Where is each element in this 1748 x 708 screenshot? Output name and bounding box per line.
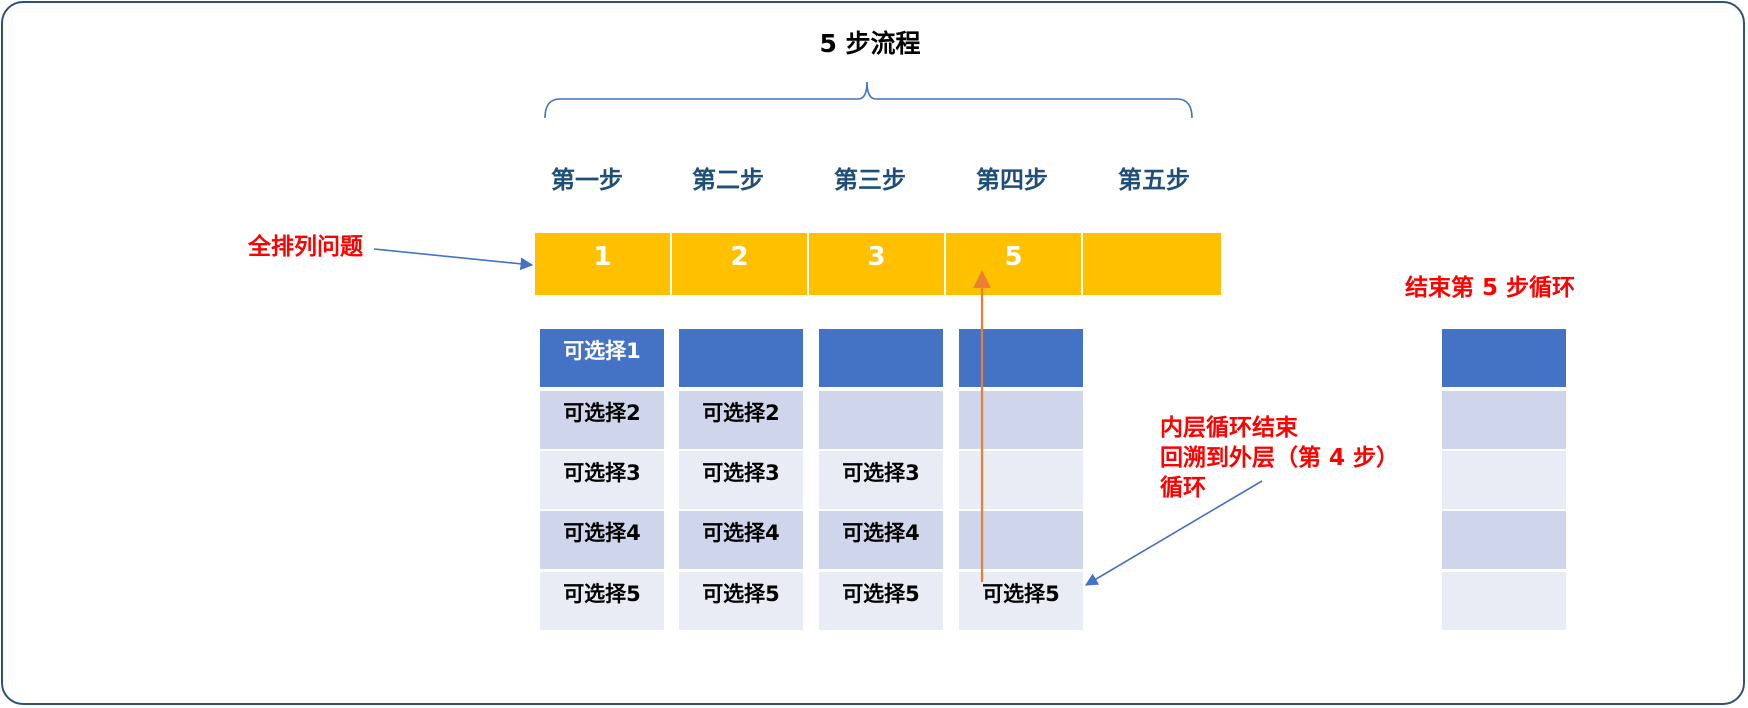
option-cell-c4-r3 bbox=[959, 451, 1083, 509]
inner-loop-note: 内层循环结束 回溯到外层（第 4 步） 循环 bbox=[1160, 413, 1399, 503]
option-cell-c4-r2 bbox=[959, 391, 1083, 449]
option-cell-c3-r3: 可选择3 bbox=[819, 451, 943, 509]
option-cell-c5-r5 bbox=[1442, 572, 1566, 630]
selected-slot-5 bbox=[1083, 233, 1221, 295]
selected-slot-1: 1 bbox=[535, 233, 670, 295]
option-cell-c2-r4: 可选择4 bbox=[679, 511, 803, 569]
option-cell-c2-r5: 可选择5 bbox=[679, 572, 803, 630]
option-cell-c1-r5: 可选择5 bbox=[540, 572, 664, 630]
inner-loop-note-line3: 循环 bbox=[1160, 475, 1206, 501]
step-label-1: 第一步 bbox=[551, 166, 623, 194]
diagram-title: 5 步流程 bbox=[819, 29, 921, 58]
step-label-4: 第四步 bbox=[976, 166, 1048, 194]
selected-slot-3: 3 bbox=[809, 233, 944, 295]
option-cell-c4-r5: 可选择5 bbox=[959, 572, 1083, 630]
option-cell-c3-r1 bbox=[819, 329, 943, 387]
selected-slot-4: 5 bbox=[946, 233, 1081, 295]
option-cell-c5-r4 bbox=[1442, 511, 1566, 569]
option-cell-c1-r1: 可选择1 bbox=[540, 329, 664, 387]
option-cell-c4-r4 bbox=[959, 511, 1083, 569]
option-cell-c3-r4: 可选择4 bbox=[819, 511, 943, 569]
inner-loop-note-line2: 回溯到外层（第 4 步） bbox=[1160, 445, 1400, 471]
step-label-2: 第二步 bbox=[692, 166, 764, 194]
option-cell-c4-r1 bbox=[959, 329, 1083, 387]
inner-loop-note-line1: 内层循环结束 bbox=[1160, 415, 1298, 441]
option-cell-c3-r5: 可选择5 bbox=[819, 572, 943, 630]
step-label-3: 第三步 bbox=[834, 166, 906, 194]
option-cell-c1-r3: 可选择3 bbox=[540, 451, 664, 509]
option-cell-c5-r1 bbox=[1442, 329, 1566, 387]
left-annotation: 全排列问题 bbox=[248, 234, 363, 260]
option-cell-c5-r2 bbox=[1442, 391, 1566, 449]
option-cell-c2-r2: 可选择2 bbox=[679, 391, 803, 449]
option-cell-c1-r4: 可选择4 bbox=[540, 511, 664, 569]
selected-slot-2: 2 bbox=[672, 233, 807, 295]
step-label-5: 第五步 bbox=[1118, 166, 1190, 194]
option-cell-c2-r1 bbox=[679, 329, 803, 387]
option-cell-c2-r3: 可选择3 bbox=[679, 451, 803, 509]
option-cell-c1-r2: 可选择2 bbox=[540, 391, 664, 449]
option-cell-c3-r2 bbox=[819, 391, 943, 449]
right-annotation: 结束第 5 步循环 bbox=[1405, 275, 1576, 301]
option-cell-c5-r3 bbox=[1442, 451, 1566, 509]
